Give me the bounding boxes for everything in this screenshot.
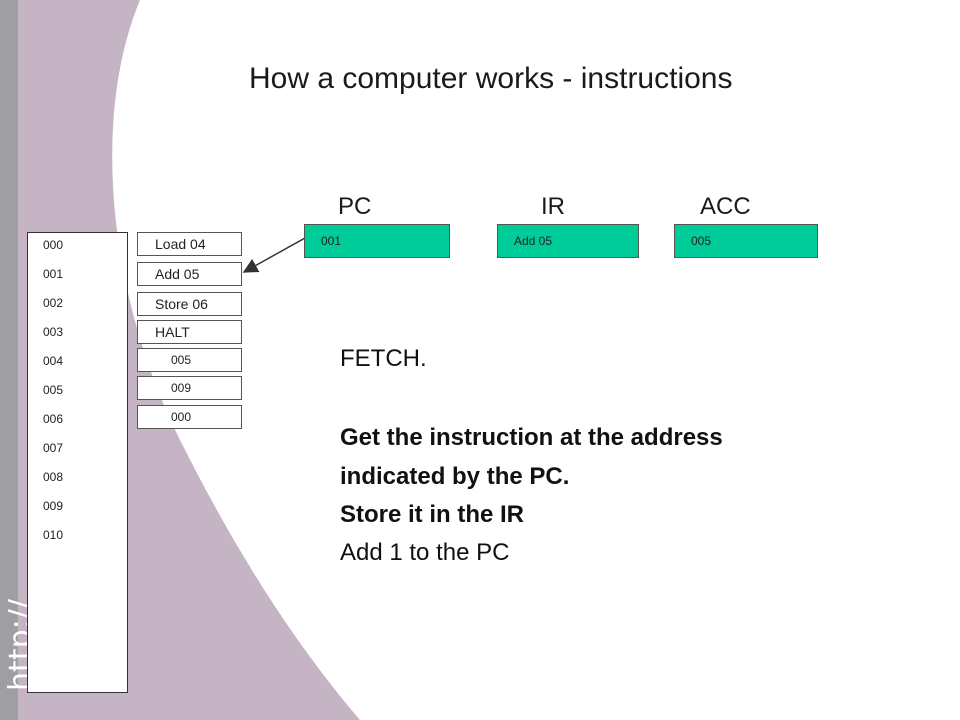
memory-cell: 005 [137,348,242,372]
memory-address: 002 [43,296,64,310]
memory-cell: HALT [137,320,242,344]
memory-address: 006 [43,412,64,426]
memory-address: 008 [43,470,64,484]
memory-address: 010 [43,528,64,542]
memory-address: 001 [43,267,64,281]
pc-register: 001 [304,224,450,258]
left-gray-strip [0,0,18,720]
memory-cell: Load 04 [137,232,242,256]
explanation-line: Store it in the IR [340,501,525,528]
memory-address: 003 [43,325,64,339]
explanation-line: indicated by the PC. [340,463,570,490]
step-heading: FETCH. [340,345,427,372]
ir-label: IR [541,193,565,220]
memory-cell: 000 [137,405,242,429]
memory-address: 007 [43,441,64,455]
ir-register: Add 05 [497,224,639,258]
memory-cell: Add 05 [137,262,242,286]
explanation-line: Add 1 to the PC [340,539,510,566]
explanation-line: Get the instruction at the address [340,424,723,451]
arrow-line [242,237,306,273]
memory-address: 000 [43,238,64,252]
acc-register: 005 [674,224,818,258]
memory-address: 009 [43,499,64,513]
page-title: How a computer works - instructions [249,62,733,95]
memory-cell: 009 [137,376,242,400]
pc-label: PC [338,193,372,220]
memory-address-column [27,232,128,693]
memory-address: 005 [43,383,64,397]
memory-address: 004 [43,354,64,368]
acc-label: ACC [700,193,751,220]
memory-cell: Store 06 [137,292,242,316]
